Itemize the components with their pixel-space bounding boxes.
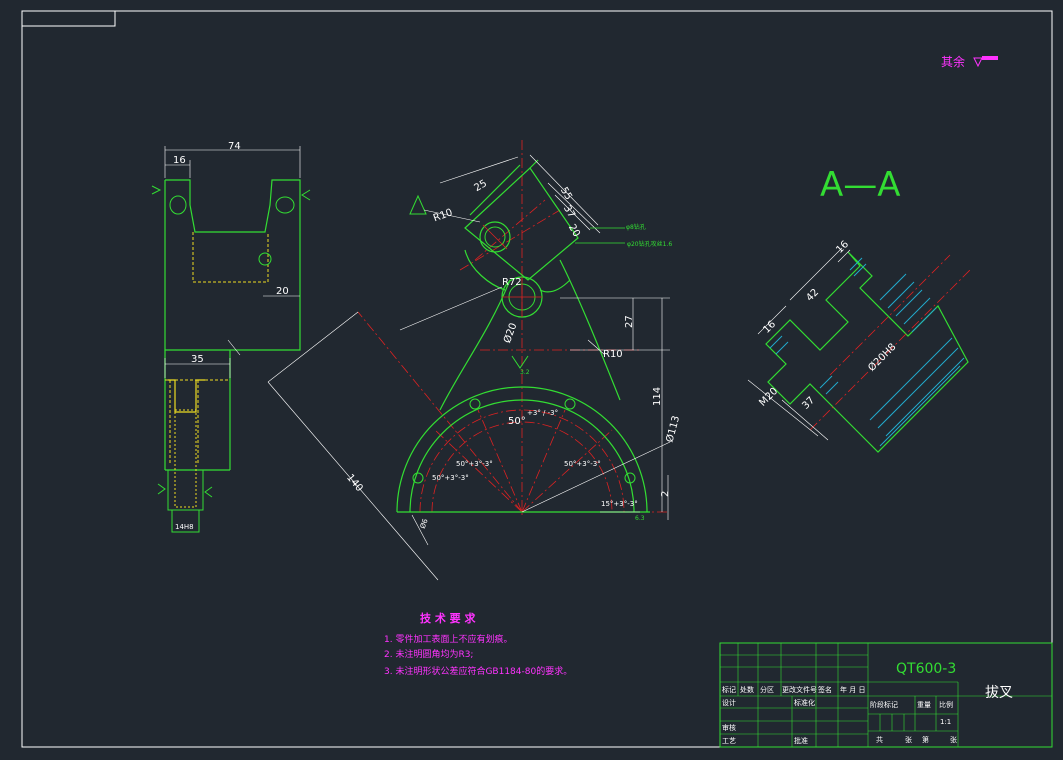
tech-item-1: 1. 零件加工表面上不应有划痕。 — [384, 633, 512, 645]
svg-text:审核: 审核 — [722, 723, 736, 732]
svg-text:签名: 签名 — [818, 685, 832, 694]
section-label: A—A — [820, 165, 901, 205]
dim-35: 35 — [191, 354, 204, 365]
svg-text:共: 共 — [876, 735, 883, 744]
svg-text:比例: 比例 — [939, 700, 953, 709]
svg-text:分区: 分区 — [760, 685, 774, 694]
dim-27: 27 — [624, 315, 635, 328]
dim-74: 74 — [228, 141, 241, 152]
dim-r72: R72 — [502, 277, 522, 288]
sec-dim-42: 42 — [804, 287, 821, 304]
angle-dim-top: 50° +3° / -3° — [508, 409, 558, 427]
left-view: 74 16 20 35 14H8 — [151, 141, 311, 533]
svg-text:φ20钻孔攻丝1.6: φ20钻孔攻丝1.6 — [627, 240, 672, 248]
svg-text:批准: 批准 — [794, 736, 808, 745]
svg-text:第: 第 — [922, 735, 929, 744]
tech-item-2: 2. 未注明圆角均为R3; — [384, 648, 473, 660]
main-view: φ8钻孔 φ20钻孔攻丝1.6 25 55 37 20 R10 R72 Ø20 … — [267, 140, 683, 581]
corner-tab — [22, 11, 116, 27]
dim-16: 16 — [173, 155, 186, 166]
dim-14h8: 14H8 — [175, 523, 194, 531]
svg-text:50°: 50° — [508, 416, 526, 427]
material: QT600-3 — [896, 661, 956, 677]
sec-dim-16b: 16 — [761, 319, 778, 336]
angle-dim-small: 15°+3°-3° — [601, 500, 638, 508]
scale: 1:1 — [940, 718, 951, 726]
dim-114: 114 — [652, 387, 663, 406]
angle-dim-left: 50°+3°-3° — [432, 474, 469, 482]
tech-requirements: 技 术 要 求 1. 零件加工表面上不应有划痕。 2. 未注明圆角均为R3; 3… — [384, 611, 572, 677]
dim-20-main: 20 — [566, 223, 582, 240]
svg-text:阶段标记: 阶段标记 — [870, 700, 898, 709]
section-view: A—A — [747, 165, 971, 453]
tech-item-3: 3. 未注明形状公差应符合GB1184-80的要求。 — [384, 665, 572, 677]
dim-r10a: R10 — [432, 207, 454, 224]
svg-text:φ8钻孔: φ8钻孔 — [626, 223, 646, 231]
svg-text:工艺: 工艺 — [722, 737, 736, 745]
svg-text:+3° / -3°: +3° / -3° — [527, 409, 558, 417]
svg-text:处数: 处数 — [740, 685, 754, 694]
drawing-border — [21, 10, 1053, 748]
dim-25: 25 — [473, 178, 490, 194]
dim-20: 20 — [276, 286, 289, 297]
svg-text:更改文件号: 更改文件号 — [782, 685, 817, 694]
svg-text:设计: 设计 — [722, 698, 736, 707]
dim-dia6: Ø6 — [419, 517, 430, 530]
svg-text:标准化: 标准化 — [794, 698, 815, 707]
sec-dim-m20: M20 — [757, 386, 780, 409]
angle-dim-right: 50°+3°-3° — [564, 460, 601, 468]
surface-finish-note: 其余 — [941, 54, 998, 69]
svg-text:重量: 重量 — [917, 701, 931, 709]
svg-text:张: 张 — [950, 735, 957, 744]
dim-2: 2 — [660, 491, 671, 497]
roughness-a: 3.2 — [520, 369, 530, 376]
title-block: QT600-3 拔叉 标记 处数 分区 更改文件号 签名 年 月 日 设计 标准… — [719, 642, 1053, 748]
roughness-b: 6.3 — [635, 515, 645, 522]
tech-title: 技 术 要 求 — [420, 611, 476, 625]
dim-r10b: R10 — [603, 349, 623, 360]
svg-text:年 月 日: 年 月 日 — [840, 685, 865, 694]
svg-text:张: 张 — [905, 735, 912, 744]
dim-55: 55 — [558, 186, 574, 203]
svg-text:其余: 其余 — [941, 54, 965, 69]
sec-dim-dia20h8: Ø20H8 — [866, 341, 899, 374]
sec-dim-37: 37 — [800, 395, 817, 412]
angle-dim-left2: 50°+3°-3° — [456, 460, 493, 468]
part-name: 拔叉 — [985, 685, 1013, 701]
svg-text:标记: 标记 — [722, 685, 736, 694]
dim-dia113: Ø113 — [664, 414, 683, 443]
dim-dia20: Ø20 — [501, 321, 519, 344]
